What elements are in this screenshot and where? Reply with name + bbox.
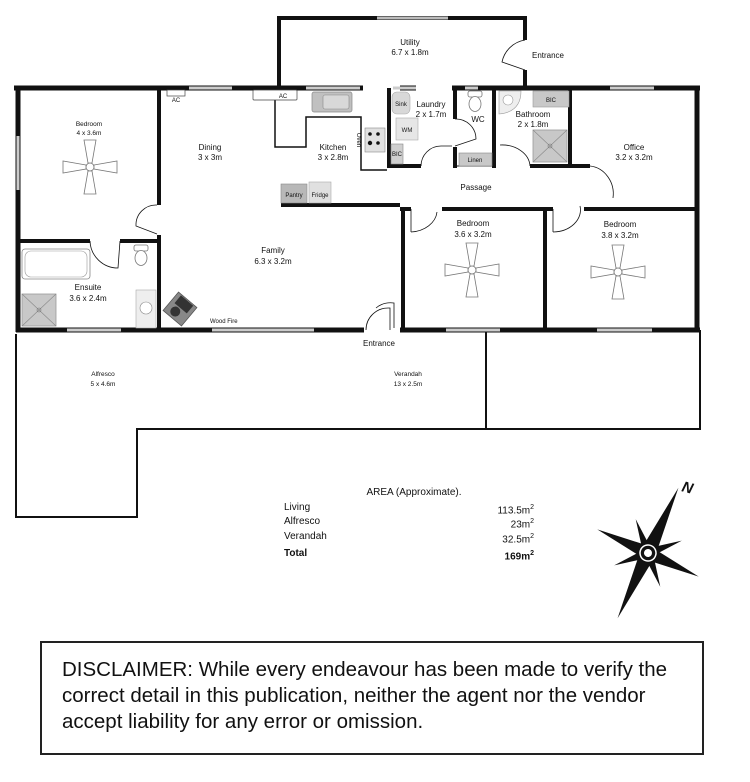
utility-walls <box>277 16 527 88</box>
room-labels: Utility 6.7 x 1.8m Entrance Bedroom 4 x … <box>69 38 653 388</box>
ac-label-dining: AC <box>172 98 181 104</box>
family-name: Family <box>261 246 285 255</box>
bic-label-bathroom: BIC <box>546 98 557 104</box>
area-unit-power: 2 <box>530 549 534 557</box>
disclaimer-text: DISCLAIMER: While every endeavour has be… <box>62 658 668 733</box>
area-value: 23m <box>510 519 531 531</box>
area-label: Living <box>284 501 311 513</box>
bathroom-size: 2 x 1.8m <box>518 120 549 129</box>
bic-label-laundry: BIC <box>392 152 403 158</box>
area-row-living: Living 113.5m2 <box>284 502 534 517</box>
wood-fire-label: Wood Fire <box>210 319 238 325</box>
utility-name: Utility <box>400 38 420 47</box>
area-unit-power: 2 <box>530 503 534 511</box>
area-label: Verandah <box>284 531 327 543</box>
bedroom2-name: Bedroom <box>457 219 490 228</box>
bedroom1-name: Bedroom <box>76 121 102 128</box>
area-total-label: Total <box>284 547 308 559</box>
alfresco-size: 5 x 4.6m <box>91 381 116 388</box>
fridge-label: Fridge <box>311 193 329 199</box>
oven-label: Oven <box>355 133 361 147</box>
bedroom3-size: 3.8 x 3.2m <box>601 231 639 240</box>
area-unit-power: 2 <box>530 518 534 526</box>
office-name: Office <box>624 143 645 152</box>
laundry-name: Laundry <box>417 100 446 109</box>
compass-north-label: N <box>680 478 696 498</box>
ensuite-name: Ensuite <box>75 283 102 292</box>
area-row-alfresco: Alfresco 23m2 <box>284 516 534 531</box>
verandah-outline <box>15 330 701 518</box>
alfresco-name: Alfresco <box>91 371 115 378</box>
disclaimer-box: DISCLAIMER: While every endeavour has be… <box>40 641 704 755</box>
wm-label: WM <box>402 128 413 134</box>
kitchen-size: 3 x 2.8m <box>318 153 349 162</box>
pantry-label: Pantry <box>285 193 302 199</box>
verandah-size: 13 x 2.5m <box>394 381 423 388</box>
area-row-verandah: Verandah 32.5m2 <box>284 531 534 546</box>
dining-size: 3 x 3m <box>198 153 222 162</box>
area-table: AREA (Approximate). Living 113.5m2 Alfre… <box>284 487 534 563</box>
bedroom1-size: 4 x 3.6m <box>77 130 102 137</box>
interior-walls <box>18 88 697 330</box>
bedroom2-size: 3.6 x 3.2m <box>454 230 492 239</box>
bathroom-name: Bathroom <box>516 110 551 119</box>
passage-name: Passage <box>460 183 492 192</box>
ensuite-size: 3.6 x 2.4m <box>69 294 107 303</box>
wc-name: WC <box>471 115 485 124</box>
kitchen-name: Kitchen <box>320 143 347 152</box>
verandah-name: Verandah <box>394 371 422 378</box>
sink-label: Sink <box>395 102 408 108</box>
family-size: 6.3 x 3.2m <box>254 257 292 266</box>
exterior-walls <box>14 85 700 333</box>
office-size: 3.2 x 3.2m <box>615 153 653 162</box>
area-row-total: Total 169m2 <box>284 548 534 563</box>
fixtures: AC AC Oven Sink WM BIC Linen BIC Pantry <box>21 89 646 329</box>
bedroom3-name: Bedroom <box>604 220 637 229</box>
area-title: AREA (Approximate). <box>366 487 462 498</box>
utility-size: 6.7 x 1.8m <box>391 48 429 57</box>
area-value: 113.5m <box>497 504 531 516</box>
dining-name: Dining <box>199 143 222 152</box>
linen-label: Linen <box>468 158 483 164</box>
main-entrance-label: Entrance <box>363 339 396 348</box>
utility-entrance-label: Entrance <box>532 51 565 60</box>
area-label: Alfresco <box>284 516 321 528</box>
laundry-size: 2 x 1.7m <box>416 110 447 119</box>
area-unit-power: 2 <box>530 533 534 541</box>
area-value: 32.5m <box>502 534 531 546</box>
compass-icon <box>597 487 699 619</box>
area-total-value: 169m <box>504 551 531 563</box>
ac-label-kitchen: AC <box>279 94 288 100</box>
